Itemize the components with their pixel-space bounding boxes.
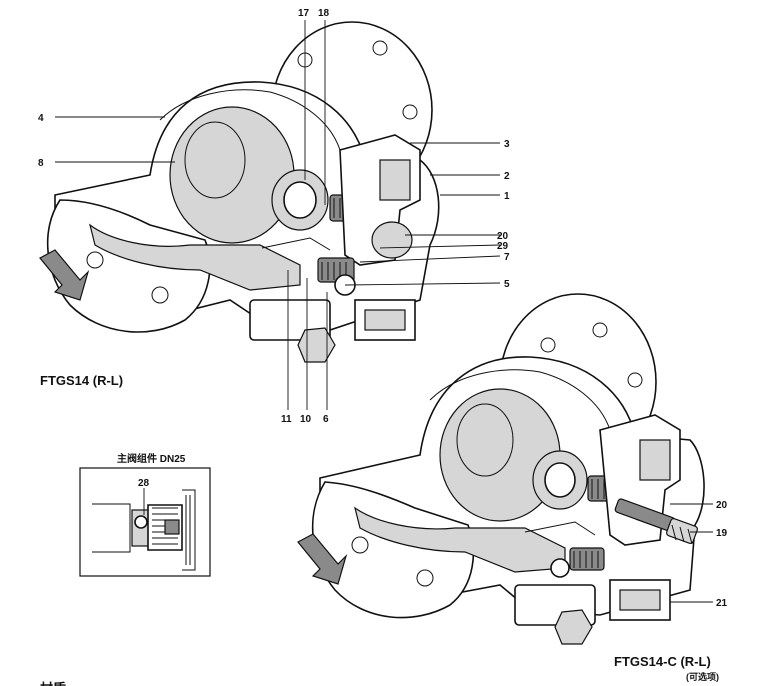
label-18: 18 [318,8,330,19]
label-2: 2 [504,171,510,182]
bottom-float-highlight [456,403,514,477]
label-17: 17 [298,8,310,19]
label-29: 29 [497,241,509,252]
top-trap-drawing [39,21,440,363]
bottom-flange-bolt-hole [592,322,608,338]
bottom-flange-bolt-hole [416,569,434,587]
top-leader-lines [55,20,501,410]
top-flow-arrow-icon [39,249,90,301]
top-base-face [364,309,406,331]
bottom-label-19: 19 [716,528,728,539]
label-5: 5 [504,279,510,290]
top-cover-rim [159,89,341,151]
label-11: 11 [281,414,292,425]
top-lever-arm [261,237,331,251]
bottom-lever-arm [524,521,596,536]
top-cutaway-section [89,223,301,291]
label-3: 3 [504,139,510,150]
top-flange-bolt-hole [151,286,169,304]
inset-label-28: 28 [138,478,150,489]
top-flange-bolt-hole [86,251,104,269]
top-bracket-face [379,159,411,201]
top-float-highlight [184,121,246,199]
bottom-flange-bolt-hole [627,372,643,388]
top-figure-title: FTGS14 (R-L) [40,373,123,388]
inset-valve-drawing [92,488,196,571]
bottom-steam-lock-release-valve [614,498,698,545]
top-float-ball [169,106,295,244]
label-10: 10 [300,414,312,425]
bottom-label-21: 21 [716,598,728,609]
label-8: 8 [38,158,44,169]
bottom-flow-arrow-icon [297,533,348,585]
label-20: 20 [497,231,509,242]
top-flange-bolt-hole [372,40,388,56]
footer-heading: 材质 [40,681,66,686]
inset-title: 主阀组件 DN25 [117,452,186,465]
top-drain-plug [249,299,336,363]
label-1: 1 [504,191,510,202]
label-4: 4 [38,113,44,124]
bottom-flange-bolt-hole [540,337,556,353]
bottom-bracket-face [639,439,671,481]
bottom-main-valve [550,547,605,578]
top-flange-bolt-hole [402,104,418,120]
bottom-cover-rim [429,369,611,431]
bottom-drain-plug [514,584,596,645]
bottom-flange-bolt-hole [351,536,369,554]
bottom-base-face [619,589,661,611]
label-6: 6 [323,414,329,425]
bottom-figure-subtitle: (可选项) [686,671,719,682]
bottom-figure-title: FTGS14-C (R-L) [614,654,711,669]
bottom-label-20: 20 [716,500,728,511]
bottom-leader-lines [670,503,713,603]
bottom-trap-drawing [297,293,705,645]
label-7: 7 [504,252,510,263]
